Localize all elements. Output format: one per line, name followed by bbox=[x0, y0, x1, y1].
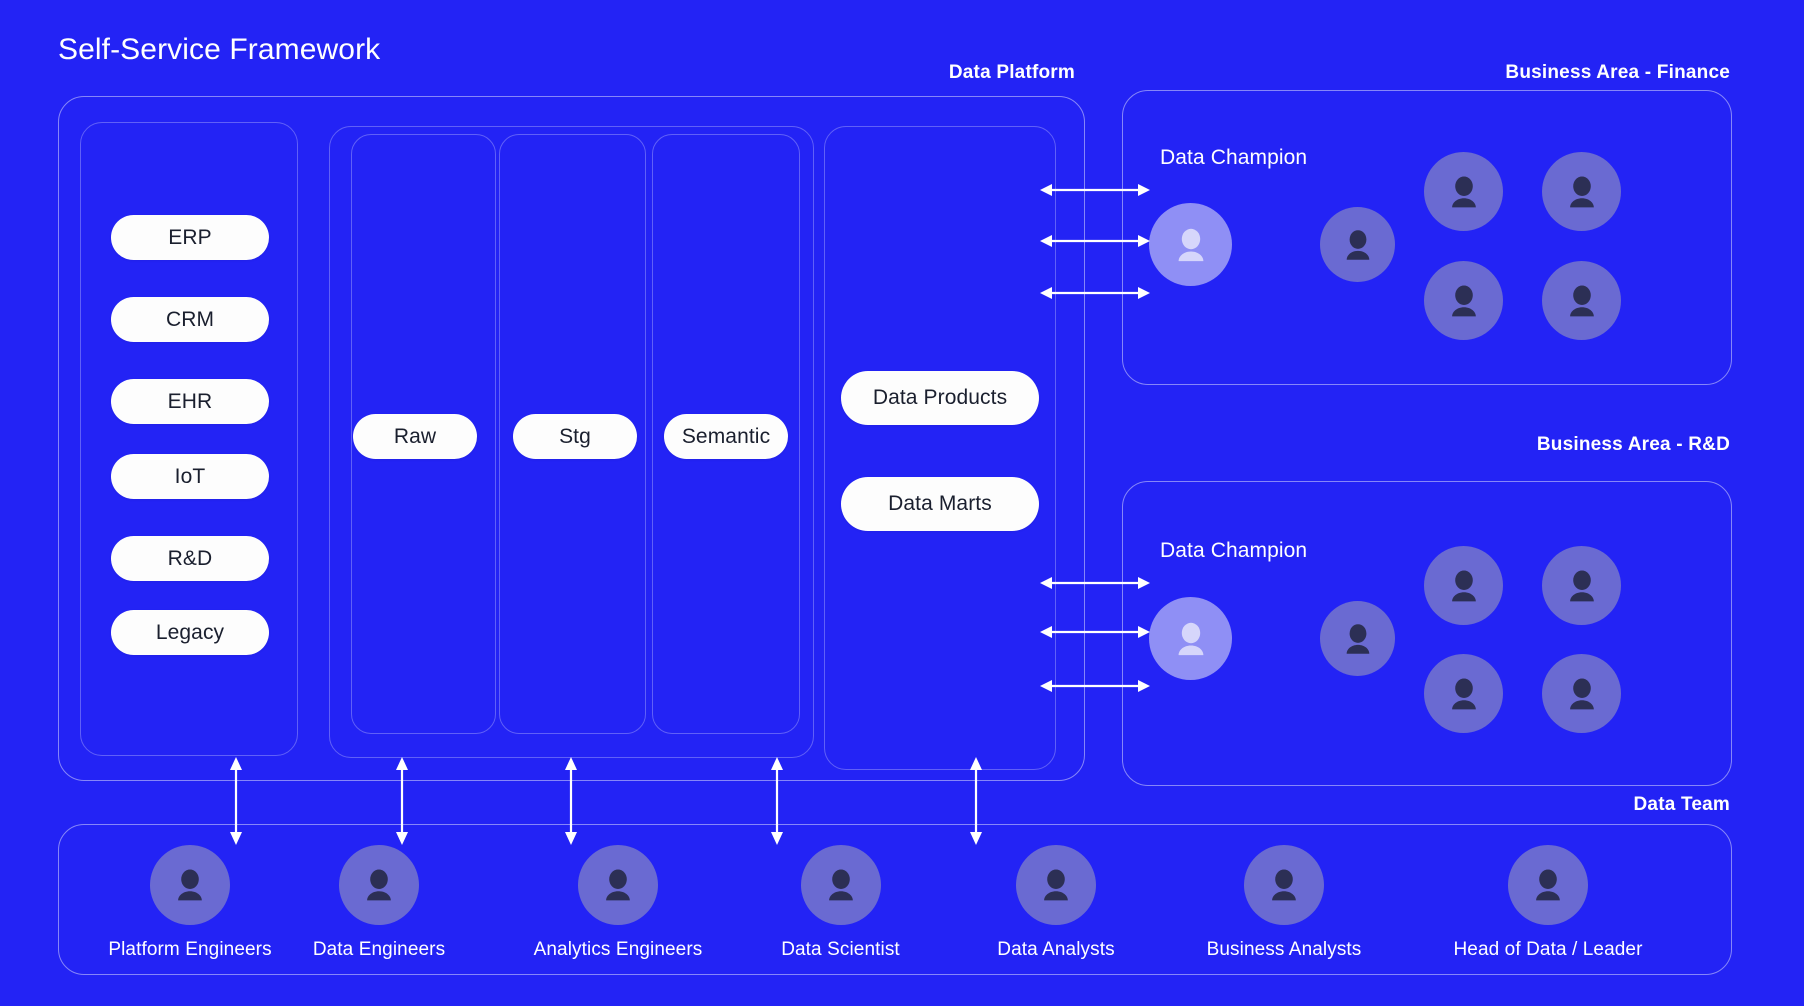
data-team-role-head-of-data[interactable]: Head of Data / Leader bbox=[1432, 845, 1664, 961]
person-icon bbox=[1451, 176, 1476, 207]
finance-member-avatar-1[interactable] bbox=[1320, 207, 1395, 282]
person-icon bbox=[1044, 869, 1068, 901]
role-label: Business Analysts bbox=[1206, 939, 1362, 960]
connector-vertical-4 bbox=[771, 757, 783, 845]
data-team-role-data-analysts[interactable]: Data Analysts bbox=[971, 845, 1141, 961]
data-team-role-data-engineers[interactable]: Data Engineers bbox=[290, 845, 468, 961]
role-label: Data Engineers bbox=[312, 939, 446, 960]
rd-member-avatar-2[interactable] bbox=[1424, 546, 1503, 625]
person-icon bbox=[606, 869, 630, 901]
connector-vertical-3 bbox=[565, 757, 577, 845]
output-pill-data-marts[interactable]: Data Marts bbox=[841, 477, 1039, 531]
source-pill-rd[interactable]: R&D bbox=[111, 536, 269, 581]
caption-business-area-finance: Business Area - Finance bbox=[1505, 62, 1730, 83]
layer-column-semantic bbox=[652, 134, 800, 734]
layer-column-raw bbox=[351, 134, 496, 734]
output-pill-data-products[interactable]: Data Products bbox=[841, 371, 1039, 425]
finance-champion-avatar[interactable] bbox=[1149, 203, 1232, 286]
layer-pill-semantic[interactable]: Semantic bbox=[664, 414, 788, 459]
finance-member-avatar-4[interactable] bbox=[1424, 261, 1503, 340]
layer-pill-raw[interactable]: Raw bbox=[353, 414, 477, 459]
role-label: Analytics Engineers bbox=[533, 939, 703, 960]
source-pill-erp[interactable]: ERP bbox=[111, 215, 269, 260]
data-team-role-analytics-engineers[interactable]: Analytics Engineers bbox=[513, 845, 723, 961]
person-icon bbox=[1536, 869, 1560, 901]
data-team-role-data-scientist[interactable]: Data Scientist bbox=[753, 845, 928, 961]
person-icon bbox=[1569, 285, 1594, 316]
person-icon bbox=[1569, 176, 1594, 207]
caption-business-area-rd: Business Area - R&D bbox=[1536, 434, 1730, 455]
person-icon bbox=[1346, 229, 1369, 260]
avatar[interactable] bbox=[339, 845, 419, 925]
person-icon bbox=[1272, 869, 1296, 901]
outputs-frame bbox=[824, 126, 1056, 770]
data-team-frame bbox=[58, 824, 1732, 975]
business-area-rd-frame bbox=[1122, 481, 1732, 786]
role-label: Head of Data / Leader bbox=[1453, 939, 1643, 960]
rd-member-avatar-4[interactable] bbox=[1424, 654, 1503, 733]
page-title: Self-Service Framework bbox=[58, 33, 381, 66]
finance-member-avatar-5[interactable] bbox=[1542, 261, 1621, 340]
finance-member-avatar-2[interactable] bbox=[1424, 152, 1503, 231]
person-icon bbox=[1451, 678, 1476, 709]
caption-data-team: Data Team bbox=[1633, 794, 1730, 815]
person-icon bbox=[178, 869, 202, 901]
connector-vertical-5 bbox=[970, 757, 982, 845]
data-team-role-business-analysts[interactable]: Business Analysts bbox=[1186, 845, 1382, 961]
rd-member-avatar-1[interactable] bbox=[1320, 601, 1395, 676]
processing-layers-frame bbox=[329, 126, 814, 758]
rd-member-avatar-3[interactable] bbox=[1542, 546, 1621, 625]
role-label: Data Analysts bbox=[997, 939, 1115, 960]
person-icon bbox=[1569, 570, 1594, 601]
source-pill-crm[interactable]: CRM bbox=[111, 297, 269, 342]
business-area-finance-frame bbox=[1122, 90, 1732, 385]
avatar[interactable] bbox=[800, 845, 881, 925]
source-pill-ehr[interactable]: EHR bbox=[111, 379, 269, 424]
layer-column-stg bbox=[499, 134, 646, 734]
data-team-role-platform-engineers[interactable]: Platform Engineers bbox=[90, 845, 290, 961]
connector-vertical-1 bbox=[230, 757, 242, 845]
person-icon bbox=[1346, 623, 1369, 654]
person-icon bbox=[1178, 622, 1203, 655]
finance-champion-label: Data Champion bbox=[1160, 146, 1308, 169]
connector-platform-rd bbox=[1040, 577, 1150, 692]
role-label: Platform Engineers bbox=[108, 939, 272, 960]
avatar[interactable] bbox=[150, 845, 230, 925]
avatar[interactable] bbox=[1508, 845, 1588, 925]
avatar[interactable] bbox=[578, 845, 658, 925]
layer-pill-stg[interactable]: Stg bbox=[513, 414, 637, 459]
rd-champion-label: Data Champion bbox=[1160, 539, 1308, 562]
avatar[interactable] bbox=[1244, 845, 1324, 925]
person-icon bbox=[367, 869, 391, 901]
rd-champion-avatar[interactable] bbox=[1149, 597, 1232, 680]
person-icon bbox=[1451, 570, 1476, 601]
connector-vertical-2 bbox=[396, 757, 408, 845]
caption-data-platform: Data Platform bbox=[948, 62, 1075, 83]
person-icon bbox=[1178, 228, 1203, 261]
source-pill-iot[interactable]: IoT bbox=[111, 454, 269, 499]
sources-frame bbox=[80, 122, 298, 756]
person-icon bbox=[1451, 285, 1476, 316]
person-icon bbox=[1569, 678, 1594, 709]
connector-platform-finance bbox=[1040, 184, 1150, 299]
finance-member-avatar-3[interactable] bbox=[1542, 152, 1621, 231]
person-icon bbox=[828, 869, 853, 901]
avatar[interactable] bbox=[1016, 845, 1096, 925]
role-label: Data Scientist bbox=[781, 939, 900, 960]
rd-member-avatar-5[interactable] bbox=[1542, 654, 1621, 733]
source-pill-legacy[interactable]: Legacy bbox=[111, 610, 269, 655]
